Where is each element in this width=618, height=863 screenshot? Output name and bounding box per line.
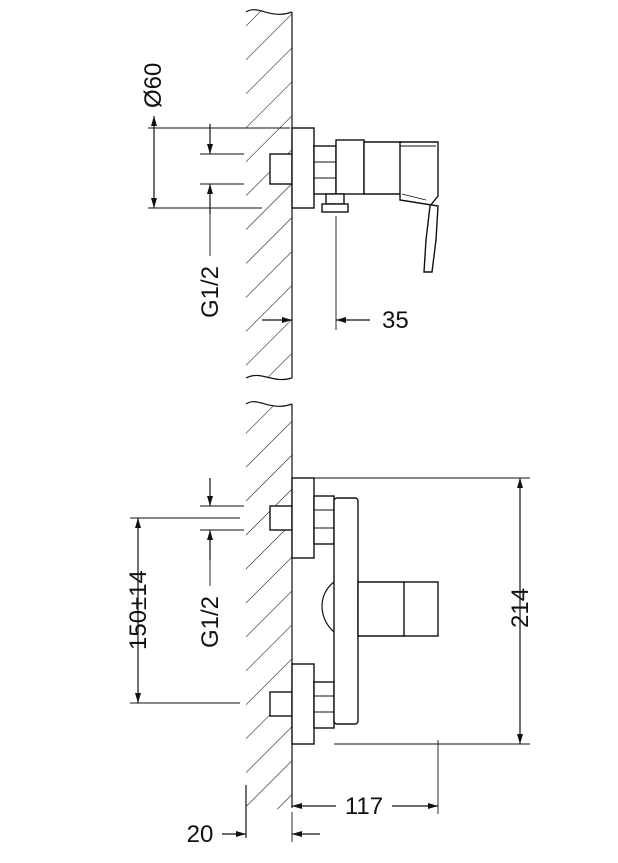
dimension-projection: 35 xyxy=(262,216,409,334)
front-view-mixer xyxy=(269,477,439,745)
dimension-thread-bottom: G1/2 xyxy=(197,478,244,648)
wall-section-top xyxy=(245,9,293,381)
thread-bottom-label: G1/2 xyxy=(197,596,224,648)
wall-offset-label: 20 xyxy=(187,821,214,848)
wall-section-bottom xyxy=(245,401,293,838)
side-view-mixer xyxy=(269,127,439,273)
thread-top-label: G1/2 xyxy=(197,266,224,318)
projection-label: 35 xyxy=(382,307,409,334)
overall-height-label: 214 xyxy=(507,588,534,628)
body-depth-label: 117 xyxy=(345,793,383,820)
dimension-thread-top: G1/2 xyxy=(197,124,244,318)
dimension-wall-offset: 20 xyxy=(187,812,320,848)
center-distance-label: 150±14 xyxy=(125,570,152,650)
dimension-flange-diameter: Ø60 xyxy=(140,63,290,209)
dimension-center-distance: 150±14 xyxy=(125,517,240,704)
flange-diameter-label: Ø60 xyxy=(140,63,167,108)
dimension-overall-height: 214 xyxy=(314,477,534,745)
dimension-body-depth: 117 xyxy=(292,740,439,820)
